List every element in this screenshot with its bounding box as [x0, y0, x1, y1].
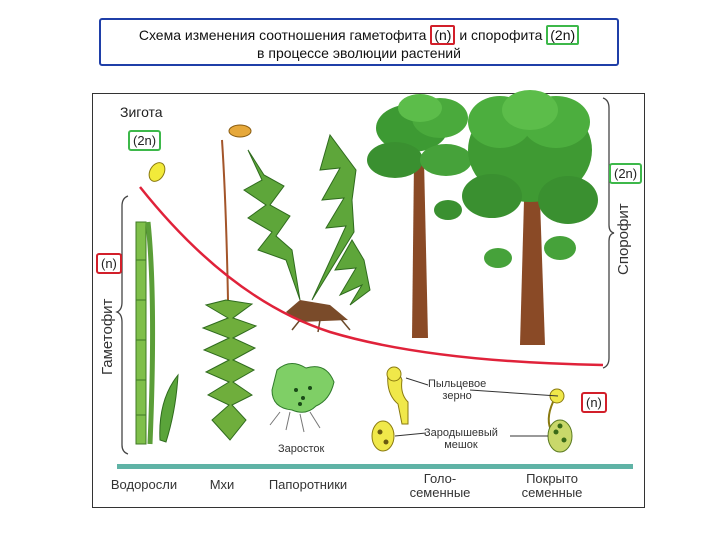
gametophyte-ploidy-badge: (n): [96, 253, 122, 274]
sporophyte-ploidy-badge: (2n): [609, 163, 642, 184]
prothallus-label: Заросток: [278, 443, 324, 455]
pollen-grain-label: Пыльцевое зерно: [428, 378, 486, 402]
angiosperm-gametophyte-ploidy-badge: (n): [581, 392, 607, 413]
sporophyte-bracket: [603, 98, 614, 368]
embryo-sac-label: Зародышевый мешок: [424, 427, 498, 451]
angiosperm-tree-illustration: [462, 90, 598, 345]
zygote-cell: [146, 160, 168, 184]
gametophyte-axis-label: Гаметофит: [99, 299, 116, 375]
gymnosperm-tree-illustration: [367, 94, 472, 338]
sporophyte-axis-label: Спорофит: [615, 203, 632, 275]
gametophyte-bracket: [117, 196, 128, 454]
group-label-ferns: Папоротники: [258, 478, 358, 492]
group-label-algae: Водоросли: [104, 478, 184, 492]
group-label-mosses: Мхи: [200, 478, 244, 492]
group-label-angiosperms: Покрыто семенные: [510, 472, 594, 500]
fern-illustration: [244, 135, 370, 432]
algae-illustration: [136, 222, 178, 444]
group-label-gymnosperms: Голо- семенные: [400, 472, 480, 500]
gymnosperm-gametophytes: [372, 367, 408, 451]
ground-baseline: [117, 464, 633, 469]
zygote-ploidy-badge: (2n): [128, 130, 161, 151]
zygote-label: Зигота: [120, 104, 163, 120]
moss-illustration: [203, 125, 256, 440]
angiosperm-gametophytes: [548, 389, 572, 452]
